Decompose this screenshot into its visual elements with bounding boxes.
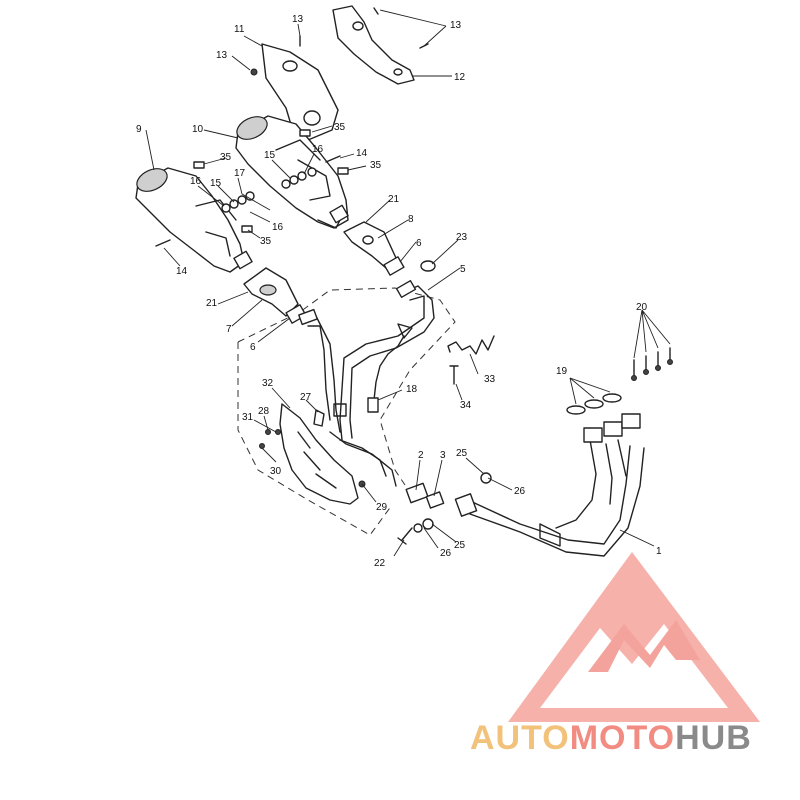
gasket-19-b (584, 399, 604, 409)
callout-22: 22 (374, 558, 386, 569)
oxygen-sensor-18 (367, 335, 405, 413)
leader-lines (145, 9, 671, 557)
callout-16-upper: 16 (312, 144, 324, 155)
gasket-19-c (602, 393, 622, 403)
callout-28: 28 (258, 406, 270, 417)
callout-13-a: 13 (292, 14, 304, 25)
washer-26-lower (413, 523, 423, 533)
callout-23: 23 (456, 232, 468, 243)
rubber-35-b (193, 161, 205, 169)
callout-19: 19 (556, 366, 568, 377)
callout-32: 32 (262, 378, 274, 389)
group-outline-lower (237, 342, 393, 536)
callout-25-upper: 25 (456, 448, 468, 459)
rubber-35-a (299, 129, 311, 137)
collar-31 (275, 429, 281, 435)
brand-word-hub: HUB (675, 719, 752, 757)
nut-25-upper (480, 472, 492, 484)
callout-5: 5 (460, 264, 466, 275)
callout-labels: 1 2 3 5 6 6 7 8 9 10 11 12 13 13 13 14 1… (136, 14, 662, 569)
bolt-14-lower (155, 239, 171, 247)
nut-28 (265, 429, 271, 435)
brand-word-moto: MOTO (569, 719, 676, 757)
logo-m-stroke (588, 620, 700, 672)
group-outline-upper (237, 287, 456, 486)
callout-6-upper: 6 (416, 238, 422, 249)
callout-14-upper: 14 (356, 148, 368, 159)
callout-12: 12 (454, 72, 466, 83)
callout-14-lower: 14 (176, 266, 188, 277)
brand-wordmark: AUTOMOTOHUB (470, 716, 800, 760)
gasket-6-lower (285, 304, 307, 324)
callout-1: 1 (656, 546, 662, 557)
logo-inner-cut (540, 624, 728, 708)
nut-25-lower (422, 518, 434, 530)
heat-shield-11 (261, 43, 339, 141)
callout-6-lower: 6 (250, 342, 256, 353)
bracket-21-upper (343, 221, 397, 269)
callout-15-lower: 15 (210, 178, 222, 189)
rubber-35-d (241, 225, 253, 233)
callout-10: 10 (192, 124, 204, 135)
rubber-35-c (337, 167, 349, 175)
callout-16-mid: 16 (272, 222, 284, 233)
muffler-10 (235, 115, 349, 229)
screw-13-c (373, 7, 379, 15)
link-pipe-5 (298, 279, 435, 487)
brand-word-auto: AUTO (470, 719, 570, 757)
gasket-3 (425, 491, 445, 509)
studs-20 (631, 347, 673, 381)
callout-31: 31 (242, 412, 254, 423)
gasket-6-upper (383, 256, 405, 276)
callout-26-upper: 26 (514, 486, 526, 497)
screw-34 (449, 365, 459, 385)
callout-16-lower: 16 (190, 176, 202, 187)
bracket-21-lower (243, 267, 299, 317)
bolt-22 (397, 527, 413, 545)
callout-35-a: 35 (334, 122, 346, 133)
gasket-2 (405, 482, 429, 504)
muffler-9 (135, 167, 253, 273)
nut-13-b (250, 68, 258, 76)
callout-34: 34 (460, 400, 472, 411)
callout-21-lower: 21 (206, 298, 218, 309)
clamp-27 (313, 409, 325, 427)
callout-21-upper: 21 (388, 194, 400, 205)
callout-35-b: 35 (220, 152, 232, 163)
callout-35-c: 35 (370, 160, 382, 171)
cover-32 (279, 403, 359, 505)
callout-25-lower: 25 (454, 540, 466, 551)
logo-mark (508, 552, 760, 722)
sensor-wire-33 (447, 335, 495, 355)
heat-shield-12 (332, 5, 415, 85)
callout-17: 17 (234, 168, 246, 179)
gasket-19-a (566, 405, 586, 415)
callout-3: 3 (440, 450, 446, 461)
callout-33: 33 (484, 374, 496, 385)
callout-9: 9 (136, 124, 142, 135)
callout-7: 7 (226, 324, 232, 335)
callout-27: 27 (300, 392, 312, 403)
callout-15-upper: 15 (264, 150, 276, 161)
callout-8: 8 (408, 214, 414, 225)
callout-13-b: 13 (216, 50, 228, 61)
callout-30: 30 (270, 466, 282, 477)
callout-20: 20 (636, 302, 648, 313)
header-pipes-1 (454, 413, 645, 557)
callout-11: 11 (234, 24, 245, 35)
callout-18: 18 (406, 384, 418, 395)
callout-35-d: 35 (260, 236, 272, 247)
callout-2: 2 (418, 450, 424, 461)
bolt-14-upper (325, 155, 341, 163)
bolt-30 (259, 443, 265, 449)
callout-26-lower: 26 (440, 548, 452, 559)
callout-29: 29 (376, 502, 388, 513)
cap-23 (420, 260, 436, 272)
callout-13-c: 13 (450, 20, 462, 31)
